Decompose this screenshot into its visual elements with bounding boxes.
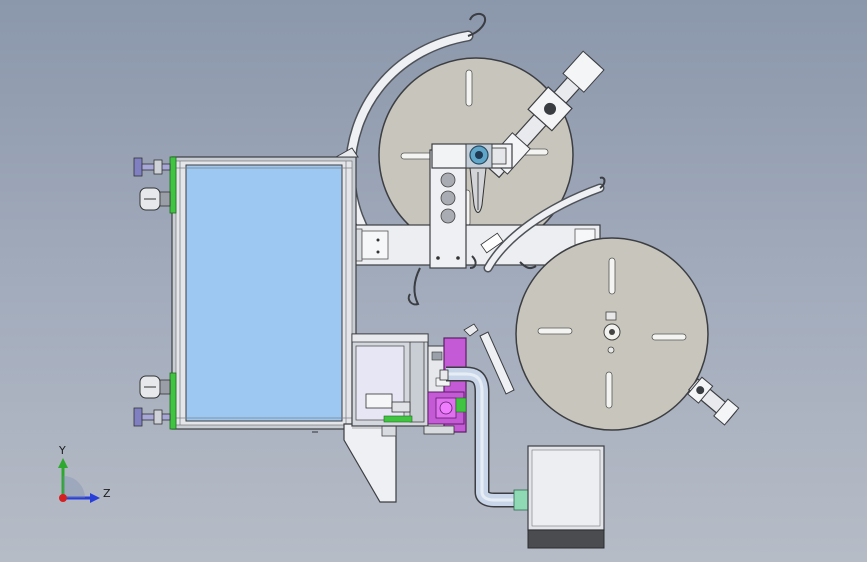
left-side-green-plate-top: [169, 156, 177, 214]
cabinet-box[interactable]: [527, 445, 605, 549]
origin-point: [59, 494, 67, 502]
pipe-coupling: [513, 489, 529, 511]
main-frame[interactable]: [171, 147, 359, 430]
y-axis-arrow-icon: [58, 458, 68, 468]
lower-reel-slot-top: [608, 257, 616, 295]
lower-reel-slot-left: [537, 327, 573, 335]
lower-reel-slot-right: [651, 333, 687, 341]
caster-top[interactable]: [133, 157, 171, 211]
y-axis-label: Y: [58, 444, 66, 457]
lower-reel-slot-bottom: [605, 371, 613, 409]
lower-tension-arm[interactable]: [686, 376, 740, 426]
diagonal-link-bar[interactable]: [479, 331, 515, 395]
left-side-green-plate-bottom: [169, 372, 177, 430]
caster-bottom[interactable]: [133, 375, 171, 427]
drive-gear-icon: [439, 401, 453, 415]
lower-chute-bracket[interactable]: [312, 423, 397, 503]
z-axis-label: Z: [103, 487, 111, 500]
air-pipe[interactable]: [439, 366, 529, 511]
axis-triad: Y Z: [58, 444, 111, 503]
lower-hose-arc[interactable]: [407, 176, 606, 306]
z-axis-arrow-icon: [90, 493, 100, 503]
lower-reel[interactable]: [515, 237, 709, 431]
upper-reel-slot-top: [465, 69, 473, 107]
glass-panel: [185, 164, 343, 422]
magenta-drive-unit[interactable]: [423, 323, 479, 435]
upper-plate-assembly[interactable]: [429, 143, 513, 269]
control-box[interactable]: [351, 333, 429, 427]
